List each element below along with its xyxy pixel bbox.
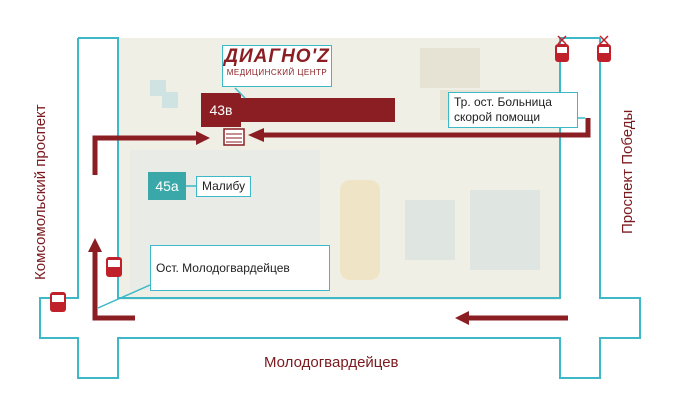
street-label-south: Молодогвардейцев — [264, 354, 399, 371]
entrance-icon — [223, 128, 245, 146]
clinic-logo: ДИАГНО'Z МЕДИЦИНСКИЙ ЦЕНТР — [222, 45, 332, 87]
route-arrow-west-bottom — [92, 248, 135, 321]
malibu-callout: Малибу — [196, 176, 252, 197]
trolleybus-stop-callout: Тр. ост. Больница скорой помощи — [448, 92, 578, 128]
roads — [39, 37, 641, 379]
route-arrows — [88, 118, 591, 325]
street-label-west: Комсомольский проспект — [32, 104, 49, 280]
route-arrow-west-top — [92, 135, 200, 175]
bus-icon — [50, 257, 122, 312]
logo-sub: МЕДИЦИНСКИЙ ЦЕНТР — [226, 68, 328, 77]
clinic-number: 43в — [209, 102, 233, 118]
logo-main: ДИАГНО'Z — [224, 46, 330, 67]
malibu-number: 45а — [155, 178, 179, 194]
route-arrow-east — [262, 118, 591, 138]
bus-stop-callout: Ост. Молодогвардейцев — [150, 245, 330, 291]
street-label-east: Проспект Победы — [619, 109, 636, 234]
trolleybus-icon — [555, 35, 611, 62]
malibu-building — [148, 172, 186, 200]
